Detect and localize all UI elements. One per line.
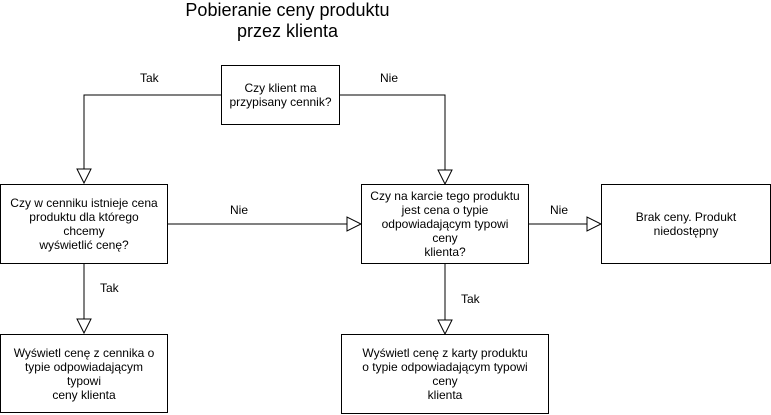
node-text-line: o typie odpowiadającym typowi ceny	[362, 360, 528, 388]
edge-q1-to-q3	[340, 94, 446, 170]
node-text-line: Brak ceny. Produkt	[635, 210, 737, 224]
node-text-line: klienta?	[424, 245, 466, 259]
node-text-line: Wyświetl cenę z karty produktu	[362, 346, 528, 360]
node-text-line: niedostępny	[653, 224, 719, 238]
node-text-line: Czy w cenniku istnieje cena	[10, 196, 158, 210]
node-text-line: Wyświetl cenę z cennika o	[13, 345, 155, 360]
diagram-title: Pobieranie ceny produktu przez klienta	[150, 0, 425, 42]
diagram-title-line-1: Pobieranie ceny produktu	[185, 0, 390, 20]
node-text-line: ceny klienta	[52, 387, 116, 402]
edge-label-q2-nie: Nie	[230, 203, 249, 217]
edge-label-q3-nie: Nie	[550, 203, 569, 217]
edge-label-q1-tak: Tak	[140, 71, 159, 85]
result-no-price: Brak ceny. Produkt niedostępny	[601, 184, 771, 264]
edge-q1-to-q2	[83, 94, 221, 169]
edge-label-q3-tak: Tak	[461, 292, 480, 306]
node-text-line: produktu dla którego chcemy	[29, 210, 139, 238]
node-text-line: odpowiadającym typowi ceny	[381, 217, 509, 245]
edge-label-q1-nie: Nie	[380, 71, 399, 85]
node-text-line: przypisany cennik?	[229, 95, 332, 109]
arrowhead-q3-to-r1	[586, 216, 603, 232]
node-text-line: wyświetlić cenę?	[39, 238, 129, 252]
result-price-from-product-card: Wyświetl cenę z karty produktu o typie o…	[341, 334, 549, 414]
decision-client-has-pricelist: Czy klient ma przypisany cennik?	[221, 65, 340, 125]
arrowhead-q1-to-q2	[76, 168, 92, 185]
node-text-line: typie odpowiadającym typowi	[24, 359, 144, 388]
arrowhead-q2-to-q3	[346, 216, 363, 232]
result-price-from-pricelist: Wyświetl cenę z cennika o typie odpowiad…	[0, 334, 168, 413]
node-text-line: Czy na karcie tego produktu	[370, 189, 520, 203]
node-text-line: jest cena o typie	[401, 203, 489, 217]
decision-price-in-pricelist: Czy w cenniku istnieje cena produktu dla…	[0, 184, 168, 264]
node-text-line: Czy klient ma	[244, 81, 317, 95]
arrowhead-q3-to-r3	[437, 319, 453, 336]
node-text-line: klienta	[427, 388, 463, 402]
edge-label-q2-tak: Tak	[100, 281, 119, 295]
arrowhead-q1-to-q3	[437, 169, 453, 186]
decision-price-on-product-card: Czy na karcie tego produktu jest cena o …	[361, 184, 529, 264]
diagram-title-line-2: przez klienta	[236, 21, 339, 41]
arrowhead-q2-to-r2	[76, 318, 92, 335]
